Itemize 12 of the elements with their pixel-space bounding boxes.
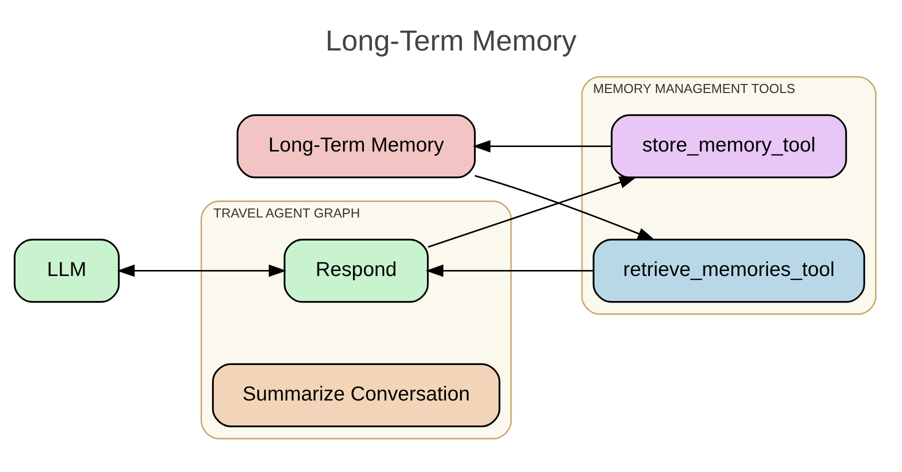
node-box: Summarize Conversation — [212, 363, 500, 428]
arrow — [472, 140, 612, 152]
node-box: Long-Term Memory — [236, 114, 476, 178]
node-box: Respond — [284, 238, 429, 303]
arrow — [428, 176, 638, 248]
diagram-title: Long-Term Memory — [326, 26, 576, 58]
arrow — [117, 264, 286, 277]
arrow — [426, 264, 594, 277]
node-box: LLM — [14, 238, 120, 303]
node-box: store_memory_tool — [610, 114, 847, 178]
node-box: retrieve_memories_tool — [592, 238, 866, 303]
arrow — [474, 175, 656, 240]
